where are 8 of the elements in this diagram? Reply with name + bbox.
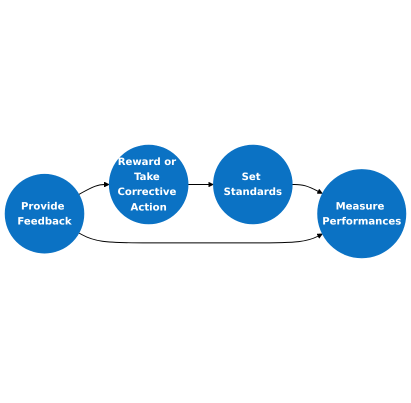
arrow — [78, 232, 323, 244]
node-circle: Measure Performances — [317, 169, 406, 258]
node-circle: Reward or Take Corrective Action — [108, 144, 188, 224]
arrow — [78, 182, 110, 195]
node-circle: Provide Feedback — [4, 174, 84, 254]
arrow — [292, 184, 323, 194]
arrow — [188, 182, 214, 188]
node-circle: Set Standards — [213, 144, 293, 224]
